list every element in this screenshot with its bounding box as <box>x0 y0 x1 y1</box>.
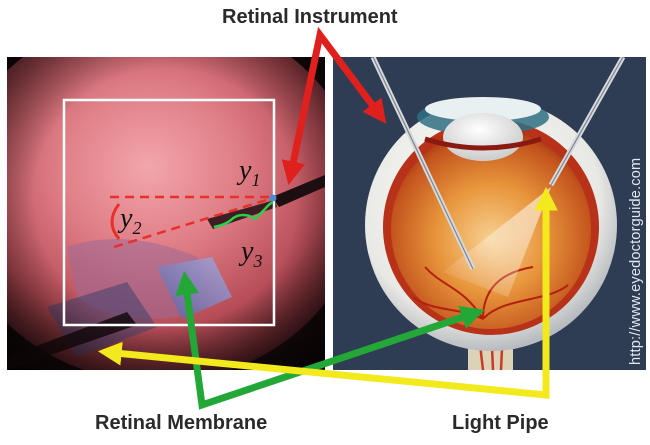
eye-diagram-image: http://www.eyedoctorguide.com <box>333 57 646 370</box>
light-pipe-label: Light Pipe <box>452 412 549 435</box>
source-url-text: http://www.eyedoctorguide.com <box>628 158 644 365</box>
tool-tip-point <box>270 195 277 202</box>
surgical-view-image: y1 y2 y3 <box>7 57 325 370</box>
retinal-membrane-label: Retinal Membrane <box>95 412 267 435</box>
retinal-instrument-label: Retinal Instrument <box>222 6 398 29</box>
